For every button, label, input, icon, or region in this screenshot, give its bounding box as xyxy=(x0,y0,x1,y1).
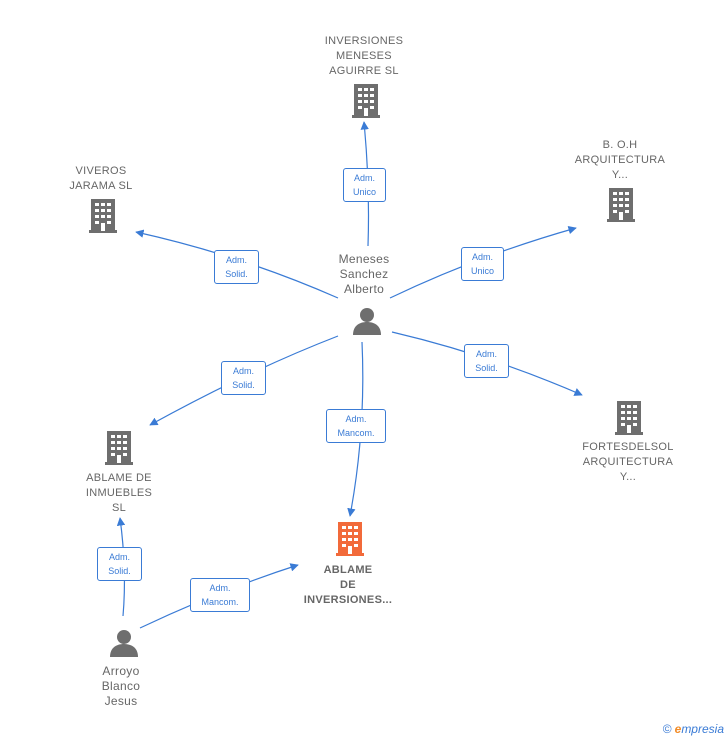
edge-label-line: Mancom. xyxy=(337,428,375,438)
building-icon[interactable] xyxy=(615,401,643,435)
node-label-line: B. O.H xyxy=(602,139,638,151)
node-label-line: Jesus xyxy=(104,694,138,708)
building-icon[interactable] xyxy=(105,431,133,465)
person-icon[interactable] xyxy=(109,629,139,657)
edge-label-adm-unico[interactable]: Adm. Unico xyxy=(461,247,504,281)
edge-label-line: Unico xyxy=(470,266,494,276)
node-label-line: INVERSIONES... xyxy=(303,594,393,606)
edge-label-adm-solid[interactable]: Adm. Solid. xyxy=(464,344,509,378)
edge-label-line: Solid. xyxy=(475,363,498,373)
edge-label-adm-mancom[interactable]: Adm. Mancom. xyxy=(326,409,386,443)
edge-label-adm-solid[interactable]: Adm. Solid. xyxy=(221,361,266,395)
node-label-line: JARAMA SL xyxy=(69,180,133,192)
node-label-line: SL xyxy=(111,502,127,514)
node-inversiones-meneses[interactable]: INVERSIONES MENESES AGUIRRE SL xyxy=(304,34,424,79)
building-icon[interactable] xyxy=(352,84,380,118)
node-viveros[interactable]: VIVEROS JARAMA SL xyxy=(41,164,161,194)
edge-label-line: Adm. xyxy=(108,552,130,562)
node-boh[interactable]: B. O.H ARQUITECTURA Y... xyxy=(560,138,680,183)
building-icon-highlighted[interactable] xyxy=(336,522,364,556)
brand-logo-initial: e xyxy=(674,722,682,736)
node-label-line: Blanco xyxy=(101,679,141,693)
node-ablame-inmuebles[interactable]: ABLAME DE INMUEBLES SL xyxy=(59,471,179,516)
node-label-line: ARQUITECTURA xyxy=(582,456,674,468)
node-label-line: Sanchez xyxy=(339,267,389,281)
node-label-line: ABLAME xyxy=(323,564,373,576)
edge-label-line: Mancom. xyxy=(201,597,239,607)
edge-label-line: Adm. xyxy=(475,349,497,359)
node-label-line: INMUEBLES xyxy=(85,487,153,499)
node-label-line: FORTESDELSOL xyxy=(582,441,674,453)
node-label-line: INVERSIONES xyxy=(324,35,404,47)
edge-label-adm-unico[interactable]: Adm. Unico xyxy=(343,168,386,202)
building-icon[interactable] xyxy=(607,188,635,222)
edge-label-line: Adm. xyxy=(209,583,231,593)
brand-logo-text: mpresia xyxy=(681,722,724,736)
node-label-line: Meneses xyxy=(338,252,390,266)
edge-label-line: Solid. xyxy=(225,269,248,279)
edge-label-adm-solid[interactable]: Adm. Solid. xyxy=(97,547,142,581)
building-icon[interactable] xyxy=(89,199,117,233)
node-label-line: AGUIRRE SL xyxy=(329,65,399,77)
edge-label-line: Adm. xyxy=(232,366,254,376)
node-label-line: Y... xyxy=(611,169,629,181)
node-label-line: DE xyxy=(340,579,356,591)
node-label-line: ABLAME DE xyxy=(86,472,152,484)
edge-label-adm-mancom[interactable]: Adm. Mancom. xyxy=(190,578,250,612)
edge-label-line: Adm. xyxy=(471,252,493,262)
node-fortesdelsol[interactable]: FORTESDELSOL ARQUITECTURA Y... xyxy=(568,440,688,485)
edge-label-adm-solid[interactable]: Adm. Solid. xyxy=(214,250,259,284)
node-label-line: Y... xyxy=(619,471,637,483)
edge-label-line: Adm. xyxy=(353,173,375,183)
edge-label-line: Solid. xyxy=(232,380,255,390)
node-arroyo-person[interactable]: Arroyo Blanco Jesus xyxy=(61,664,181,709)
node-label-line: Alberto xyxy=(343,282,385,296)
brand-credit[interactable]: ©empresia xyxy=(663,722,724,736)
node-label-line: ARQUITECTURA xyxy=(574,154,666,166)
node-label-line: VIVEROS xyxy=(75,165,127,177)
person-icon[interactable] xyxy=(352,307,382,335)
node-label-line: Arroyo xyxy=(102,664,140,678)
node-meneses-person[interactable]: Meneses Sanchez Alberto xyxy=(304,252,424,297)
copyright-symbol: © xyxy=(662,722,672,736)
node-label-line: MENESES xyxy=(336,50,392,62)
edge-label-line: Adm. xyxy=(225,255,247,265)
edge-label-line: Unico xyxy=(352,187,376,197)
node-ablame-inversiones[interactable]: ABLAME DE INVERSIONES... xyxy=(288,563,408,608)
edge-label-line: Adm. xyxy=(345,414,367,424)
edge-label-line: Solid. xyxy=(108,566,131,576)
